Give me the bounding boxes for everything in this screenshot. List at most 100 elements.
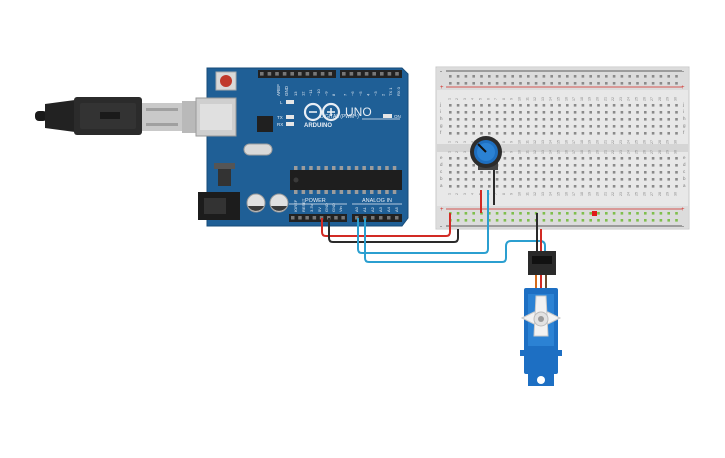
breadboard-hole[interactable] — [527, 132, 530, 135]
breadboard-hole[interactable] — [534, 125, 538, 128]
breadboard-hole[interactable] — [542, 178, 546, 181]
breadboard-hole[interactable] — [550, 171, 553, 174]
breadboard-hole[interactable] — [464, 171, 468, 174]
breadboard-hole[interactable] — [472, 171, 475, 174]
breadboard-hole[interactable] — [503, 212, 507, 215]
breadboard-hole[interactable] — [636, 171, 639, 174]
breadboard-hole[interactable] — [449, 125, 452, 128]
breadboard-hole[interactable] — [511, 125, 514, 128]
breadboard-hole[interactable] — [605, 75, 608, 78]
breadboard-hole[interactable] — [456, 212, 460, 215]
breadboard-hole[interactable] — [495, 212, 499, 215]
breadboard-hole[interactable] — [472, 75, 475, 78]
breadboard-hole[interactable] — [659, 178, 663, 181]
breadboard-hole[interactable] — [472, 132, 475, 135]
breadboard-hole[interactable] — [456, 125, 460, 128]
breadboard-hole[interactable] — [573, 118, 577, 121]
breadboard-hole[interactable] — [589, 104, 592, 107]
breadboard-hole[interactable] — [659, 82, 663, 85]
breadboard-hole[interactable] — [566, 75, 569, 78]
header-pin[interactable] — [349, 72, 354, 76]
breadboard-hole[interactable] — [675, 185, 678, 188]
breadboard-hole[interactable] — [480, 185, 483, 188]
breadboard-hole[interactable] — [534, 157, 538, 160]
breadboard-hole[interactable] — [589, 178, 592, 181]
breadboard-hole[interactable] — [573, 104, 577, 107]
breadboard-hole[interactable] — [636, 82, 639, 85]
header-pin[interactable] — [387, 72, 392, 76]
breadboard-hole[interactable] — [542, 111, 546, 114]
breadboard-hole[interactable] — [605, 178, 608, 181]
header-pin[interactable] — [298, 216, 302, 220]
breadboard-hole[interactable] — [488, 212, 491, 215]
breadboard-hole[interactable] — [464, 118, 468, 121]
breadboard-hole[interactable] — [550, 104, 553, 107]
breadboard-hole[interactable] — [659, 219, 663, 222]
breadboard-hole[interactable] — [667, 185, 670, 188]
breadboard-hole[interactable] — [558, 219, 561, 222]
breadboard-hole[interactable] — [597, 219, 600, 222]
breadboard-hole[interactable] — [589, 125, 592, 128]
breadboard-hole[interactable] — [612, 118, 616, 121]
breadboard-hole[interactable] — [620, 111, 624, 114]
breadboard-hole[interactable] — [612, 157, 616, 160]
breadboard-hole[interactable] — [620, 118, 624, 121]
header-pin[interactable] — [291, 216, 295, 220]
breadboard-hole[interactable] — [480, 75, 483, 78]
breadboard-hole[interactable] — [573, 75, 577, 78]
breadboard-hole[interactable] — [612, 164, 616, 167]
breadboard-hole[interactable] — [542, 104, 546, 107]
breadboard-hole[interactable] — [612, 219, 616, 222]
breadboard-hole[interactable] — [651, 219, 655, 222]
breadboard-hole[interactable] — [566, 104, 569, 107]
breadboard-hole[interactable] — [527, 164, 530, 167]
breadboard-hole[interactable] — [605, 185, 608, 188]
header-pin[interactable] — [342, 72, 346, 76]
breadboard-hole[interactable] — [480, 178, 483, 181]
breadboard-hole[interactable] — [519, 118, 522, 121]
breadboard-hole[interactable] — [589, 171, 592, 174]
breadboard-hole[interactable] — [573, 82, 577, 85]
breadboard-hole[interactable] — [589, 185, 592, 188]
breadboard-hole[interactable] — [675, 104, 678, 107]
breadboard-hole[interactable] — [456, 75, 460, 78]
breadboard-hole[interactable] — [550, 111, 553, 114]
breadboard-hole[interactable] — [566, 157, 569, 160]
breadboard-hole[interactable] — [527, 171, 530, 174]
breadboard-hole[interactable] — [488, 118, 491, 121]
breadboard-hole[interactable] — [667, 212, 670, 215]
breadboard-hole[interactable] — [542, 164, 546, 167]
breadboard-hole[interactable] — [659, 132, 663, 135]
breadboard-hole[interactable] — [597, 104, 600, 107]
breadboard-hole[interactable] — [503, 111, 507, 114]
breadboard-hole[interactable] — [573, 171, 577, 174]
breadboard-hole[interactable] — [472, 185, 475, 188]
header-pin[interactable] — [312, 216, 317, 220]
breadboard-hole[interactable] — [550, 157, 553, 160]
breadboard-hole[interactable] — [659, 111, 663, 114]
breadboard-hole[interactable] — [519, 171, 522, 174]
breadboard-hole[interactable] — [511, 82, 514, 85]
breadboard-hole[interactable] — [550, 125, 553, 128]
wire-servo-signal[interactable] — [364, 218, 546, 263]
breadboard-hole[interactable] — [597, 111, 600, 114]
breadboard-hole[interactable] — [472, 125, 475, 128]
breadboard-hole[interactable] — [675, 219, 678, 222]
breadboard-hole[interactable] — [620, 82, 624, 85]
breadboard-hole[interactable] — [534, 111, 538, 114]
breadboard-hole[interactable] — [620, 219, 624, 222]
breadboard-hole[interactable] — [542, 171, 546, 174]
breadboard-hole[interactable] — [581, 82, 585, 85]
breadboard-hole[interactable] — [488, 178, 491, 181]
wire-a0-blue[interactable] — [357, 190, 489, 254]
breadboard-hole[interactable] — [651, 75, 655, 78]
breadboard-hole[interactable] — [550, 185, 553, 188]
breadboard-hole[interactable] — [480, 111, 483, 114]
breadboard-hole[interactable] — [464, 157, 468, 160]
breadboard-hole[interactable] — [581, 132, 585, 135]
breadboard-hole[interactable] — [636, 125, 639, 128]
header-pin[interactable] — [387, 216, 391, 220]
breadboard-hole[interactable] — [628, 157, 631, 160]
breadboard-hole[interactable] — [511, 171, 514, 174]
